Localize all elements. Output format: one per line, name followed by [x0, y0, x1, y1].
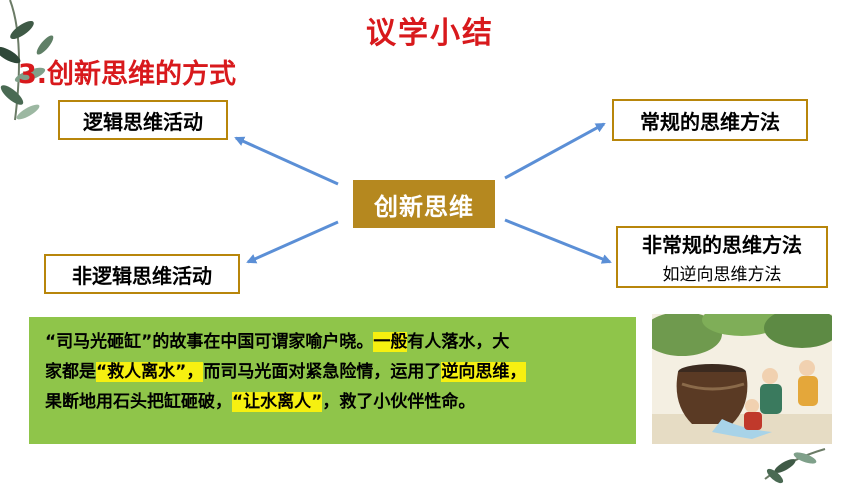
illustration-drawing — [652, 314, 832, 444]
slide-title: 议学小结 — [366, 16, 494, 51]
arrow-to-nonlogic — [246, 220, 339, 264]
story-line-3: 果断地用石头把缸砸破，“让水离人”，救了小伙伴性命。 — [45, 387, 622, 417]
story-text: 果断地用石头把缸砸破， — [45, 392, 232, 412]
node-unconventional-method-example: 如逆向思维方法 — [662, 265, 782, 285]
leaf-branch-decoration-bottom — [764, 448, 826, 484]
story-line-1: “司马光砸缸”的故事在中国可谓家喻户晓。一般有人落水，大 — [45, 327, 622, 357]
story-line-2: 家都是“救人离水”，而司马光面对紧急险情，运用了逆向思维， — [45, 357, 622, 387]
node-unconventional-method: 非常规的思维方法 如逆向思维方法 — [616, 226, 828, 288]
node-logical-thinking: 逻辑思维活动 — [58, 100, 228, 140]
node-logical-thinking-label: 逻辑思维活动 — [83, 109, 203, 134]
story-text: 而司马光面对紧急险情，运用了 — [203, 362, 442, 382]
story-text: ，救了小伙伴性命。 — [322, 392, 476, 412]
sima-guang-illustration — [652, 314, 832, 444]
node-unconventional-method-label: 非常规的思维方法 — [642, 233, 802, 257]
story-text: 家都是 — [45, 362, 96, 382]
center-node-label: 创新思维 — [374, 192, 474, 221]
leaf-branch-decoration-top — [0, 0, 54, 121]
node-conventional-method-label: 常规的思维方法 — [640, 109, 780, 134]
section-subtitle: 3.创新思维的方式 — [18, 59, 237, 90]
node-conventional-method: 常规的思维方法 — [612, 99, 808, 141]
highlighted-text: 逆向思维， — [441, 362, 527, 382]
arrow-to-conventional — [504, 122, 606, 180]
highlighted-text: “救人离水”， — [96, 362, 204, 382]
story-text: 有人落水，大 — [407, 332, 510, 352]
highlighted-text: “让水离人” — [232, 392, 323, 412]
story-textbox: “司马光砸缸”的故事在中国可谓家喻户晓。一般有人落水，大 家都是“救人离水”，而… — [29, 317, 636, 444]
node-nonlogical-thinking: 非逻辑思维活动 — [44, 254, 240, 294]
highlighted-text: 一般 — [373, 332, 408, 352]
center-node-innovative-thinking: 创新思维 — [353, 180, 495, 228]
arrow-to-unconventional — [504, 218, 612, 264]
arrow-to-logic — [234, 136, 339, 186]
story-text: “司马光砸缸”的故事在中国可谓家喻户晓。 — [45, 332, 374, 352]
node-nonlogical-thinking-label: 非逻辑思维活动 — [72, 263, 212, 288]
